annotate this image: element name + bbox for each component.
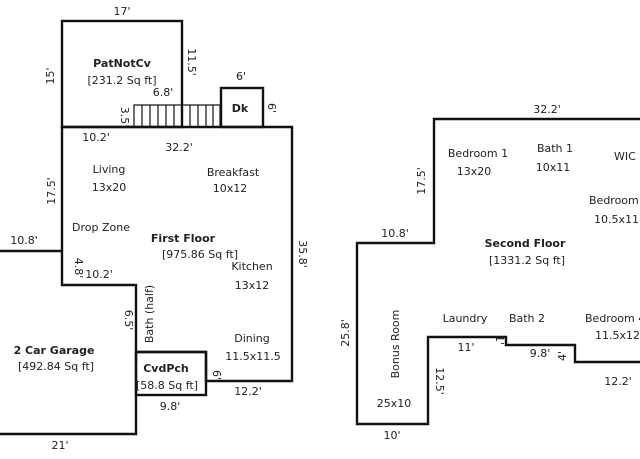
kitchen-size: 13x12 [235,279,270,292]
bedroom1-name: Bedroom 1 [448,147,508,160]
bedroom-right-name: Bedroom [589,194,639,207]
dim-deck-top: 6' [236,70,246,83]
dim-step-horizontal: 10.2' [85,268,113,281]
first-floor-dimensions: 17' 15' 11.5' 6.8' 3.5' 6' 6' 10.2' 32.2… [10,5,309,452]
living-size: 13x20 [92,181,127,194]
covered-porch-outline [134,350,208,397]
dim-patio-top: 17' [113,5,130,18]
dim-deck-right: 6' [265,103,278,113]
patio-name: PatNotCv [93,57,152,70]
dim-step-vertical: 4.8' [72,258,85,279]
covered-porch-name: CvdPch [143,362,189,375]
second-floor-title: Second Floor [485,237,566,250]
dim-first-right: 35.8' [296,240,309,268]
second-floor-labels: Bedroom 1 13x20 Bath 1 10x11 WIC Bedroom… [377,142,640,410]
drop-zone-name: Drop Zone [72,221,130,234]
dim-bonus-right: 12.5' [433,367,446,395]
dim-second-left-step: 10.8' [381,227,409,240]
dim-second-bottom: 10' [383,429,400,442]
laundry-name: Laundry [443,312,488,325]
dim-first-top-left: 10.2' [82,131,110,144]
dim-garage-bottom: 21' [51,439,68,452]
second-floor-plan [355,117,640,426]
first-floor-labels: PatNotCv [231.2 Sq ft] Dk Living 13x20 B… [14,57,281,392]
garage-area: [492.84 Sq ft] [18,360,94,373]
dim-first-left: 17.5' [45,177,58,205]
dim-first-top: 32.2' [165,141,193,154]
covered-porch-area: [58.8 Sq ft] [136,379,198,392]
garage-outline [0,249,138,436]
dim-first-bottom-right: 12.2' [234,385,262,398]
dining-name: Dining [234,332,270,345]
bonus-room-size: 25x10 [377,397,412,410]
bedroom4-size: 11.5x12 [595,329,640,342]
dim-stair-left: 3.5' [118,107,131,128]
dim-porch-bottom: 9.8' [160,400,181,413]
dim-laundry-step: 1' [493,335,506,345]
dim-porch-right: 6' [210,370,223,380]
dim-bath2-bottom: 9.8' [530,347,551,360]
deck-name: Dk [232,102,249,115]
bath-half-name: Bath (half) [143,285,156,343]
dim-stair-top: 6.8' [153,86,174,99]
bedroom1-size: 13x20 [457,165,492,178]
first-floor-title: First Floor [151,232,216,245]
dim-bedroom4-step: 4' [556,351,569,361]
garage-name: 2 Car Garage [14,344,95,357]
patio-area: [231.2 Sq ft] [87,74,156,87]
dim-bath-wall: 6.5' [122,310,135,331]
dim-second-upper-left: 17.5' [415,167,428,195]
dining-size: 11.5x11.5 [225,350,281,363]
breakfast-size: 10x12 [213,182,248,195]
bath2-name: Bath 2 [509,312,545,325]
wic-name: WIC [614,150,636,163]
dim-garage-top: 10.8' [10,234,38,247]
bedroom-right-size: 10.5x11. [594,213,640,226]
living-name: Living [93,163,126,176]
second-floor-area: [1331.2 Sq ft] [489,254,565,267]
dim-second-left: 25.8' [339,319,352,347]
bath1-name: Bath 1 [537,142,573,155]
first-floor-plan [0,19,294,436]
dim-second-top: 32.2' [533,103,561,116]
bonus-room-name: Bonus Room [389,310,402,379]
dim-patio-right: 11.5' [185,48,198,76]
breakfast-name: Breakfast [207,166,260,179]
first-floor-area: [975.86 Sq ft] [162,248,238,261]
second-floor-dimensions: 32.2' 17.5' 10.8' 25.8' 10' 12.5' 11' 1'… [339,103,632,442]
stairs [133,104,221,128]
bedroom4-name: Bedroom 4 [585,312,640,325]
dim-patio-left: 15' [44,67,57,84]
bath1-size: 10x11 [536,161,571,174]
dim-laundry-bottom: 11' [457,341,474,354]
kitchen-name: Kitchen [231,260,272,273]
dim-second-bottom-right: 12.2' [604,375,632,388]
second-floor-outline [355,117,640,426]
